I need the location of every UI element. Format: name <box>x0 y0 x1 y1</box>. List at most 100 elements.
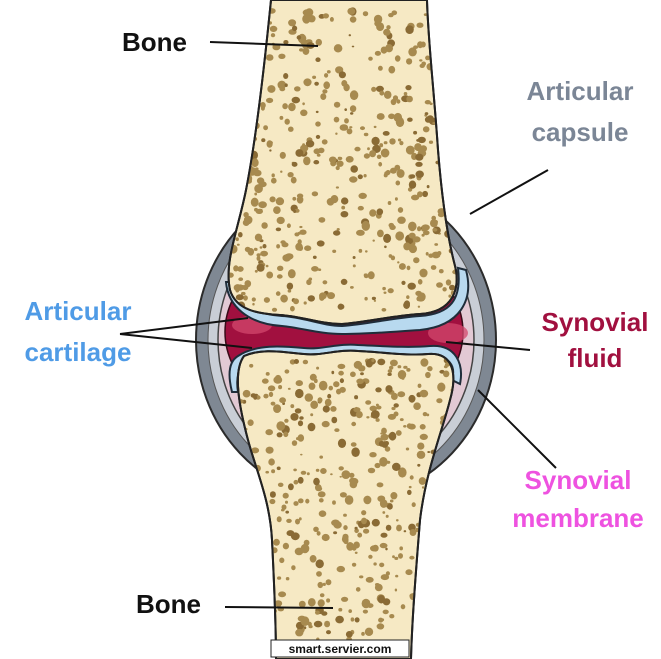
bone-pore <box>318 397 323 403</box>
bone-pore <box>413 131 417 135</box>
bone-pore <box>264 297 270 303</box>
bone-pore <box>383 131 390 136</box>
bone-pore <box>451 8 458 14</box>
bone-pore <box>259 45 262 47</box>
bone-pore <box>391 407 395 410</box>
bone-pore <box>385 385 392 393</box>
bone-pore <box>257 583 263 589</box>
bone-pore <box>454 507 459 512</box>
bone-pore <box>306 140 314 147</box>
bone-pore <box>417 226 421 231</box>
bone-pore <box>379 91 384 96</box>
bone-pore <box>383 29 390 36</box>
bone-pore <box>276 421 285 430</box>
bone-pore <box>342 470 351 479</box>
bone-pore <box>422 234 425 237</box>
bone-pore <box>304 301 307 304</box>
bone-pore <box>273 206 281 214</box>
bone-pore <box>266 54 274 61</box>
bone-pore <box>278 54 285 59</box>
bone-pore <box>248 121 252 125</box>
bone-pore <box>403 366 407 369</box>
bone-pore <box>338 364 346 369</box>
bone-pore <box>405 569 412 575</box>
bone-pore <box>291 565 295 570</box>
bone-pore <box>420 390 429 398</box>
bone-pore <box>285 369 290 373</box>
bone-pore <box>322 421 330 427</box>
bone-pore <box>446 195 453 201</box>
bone-pore <box>293 210 296 213</box>
bone-pore <box>299 48 303 51</box>
bone-pore <box>376 418 380 422</box>
bone-pore <box>430 103 433 106</box>
bone-pore <box>375 387 381 392</box>
bone-pore <box>268 458 275 465</box>
bone-pore <box>379 143 383 147</box>
label-articular-capsule-line1: Articular <box>527 76 634 106</box>
bone-pore <box>244 148 252 156</box>
bone-pore <box>297 35 302 39</box>
bone-pore <box>446 460 454 469</box>
bone-pore <box>413 257 419 263</box>
bone-pore <box>261 621 267 627</box>
bone-pore <box>333 230 340 235</box>
bone-pore <box>233 533 240 540</box>
bone-pore <box>249 63 253 66</box>
bone-pore <box>331 417 337 424</box>
bone-pore <box>242 555 246 560</box>
bone-pore <box>329 157 337 163</box>
bone-pore <box>359 249 363 253</box>
bone-pore <box>307 472 310 475</box>
bone-pore <box>420 434 428 440</box>
bone-pore <box>377 230 384 238</box>
bone-pore <box>314 621 322 628</box>
bone-pore <box>339 466 344 470</box>
bone-pore <box>285 119 290 125</box>
bone-pore <box>356 379 364 385</box>
bone-pore <box>406 448 409 451</box>
bone-pore <box>232 201 235 203</box>
bone-pore <box>251 569 255 572</box>
bone-pore <box>437 55 440 59</box>
bone-pore <box>413 402 421 410</box>
bone-pore <box>291 177 297 184</box>
bone-pore <box>311 266 319 272</box>
bone-pore <box>322 89 327 93</box>
bone-pore <box>231 221 234 223</box>
bone-pore <box>389 614 394 618</box>
bone-pore <box>318 148 324 154</box>
bone-pore <box>233 62 235 64</box>
bone-pore <box>447 113 452 117</box>
bone-pore <box>419 541 423 545</box>
bone-pore <box>441 66 448 73</box>
bone-pore <box>293 469 297 472</box>
label-synovial-fluid-line2: fluid <box>568 343 623 373</box>
bone-pore <box>367 147 370 150</box>
bone-pore <box>273 404 281 413</box>
bone-pore <box>238 232 243 237</box>
bone-pore <box>456 41 462 46</box>
bone-pore <box>356 230 365 236</box>
bone-pore <box>350 286 354 289</box>
bone-pore <box>396 525 402 532</box>
membrane-leader <box>478 390 556 468</box>
bone-pore <box>409 593 416 598</box>
credit-text: smart.servier.com <box>289 642 392 656</box>
bone-pore <box>449 504 455 511</box>
bone-pore <box>358 174 363 179</box>
bone-pore <box>421 541 428 547</box>
bone-pore <box>234 210 238 214</box>
bone-pore <box>451 147 457 153</box>
bone-pore <box>263 244 267 248</box>
bone-pore <box>439 637 442 640</box>
bone-pore <box>315 486 322 491</box>
bone-pore <box>297 194 303 199</box>
bone-pore <box>257 501 263 505</box>
bone-pore <box>364 297 367 301</box>
bone-pore <box>397 261 399 263</box>
bone-pore <box>417 23 424 28</box>
bone-pore <box>340 124 349 131</box>
bone-pore <box>308 15 316 22</box>
bone-pore <box>360 126 365 130</box>
